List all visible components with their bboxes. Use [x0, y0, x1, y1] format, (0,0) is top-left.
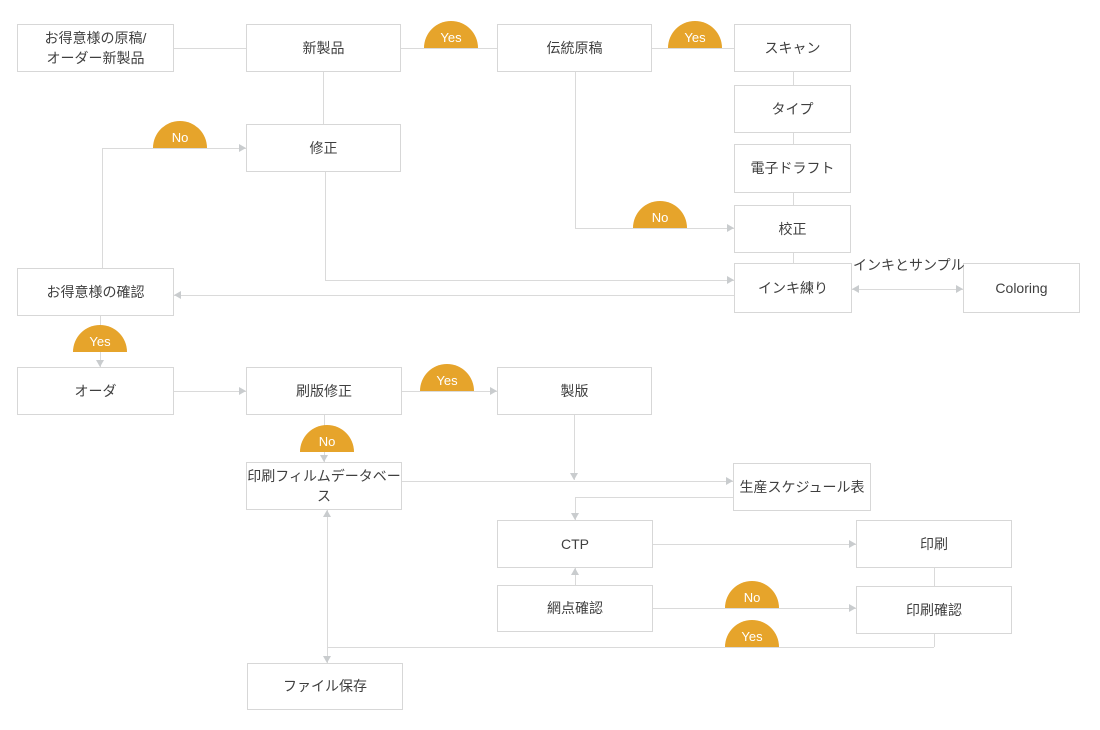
node-traditional-manuscript: 伝統原稿 [497, 24, 652, 72]
edge-type-to-draft [793, 133, 794, 144]
node-new-product: 新製品 [246, 24, 401, 72]
edge-printcheck-yes-return [327, 647, 934, 648]
badge-no-traditional-to-proof-no: No [633, 201, 687, 228]
edge-customer-to-newproduct [174, 48, 246, 49]
node-customer-manuscript: お得意様の原稿/ オーダー新製品 [17, 24, 174, 72]
node-print-film-database: 印刷フィルムデータベース [246, 462, 402, 510]
edge-printing-to-printcheck [934, 568, 935, 586]
node-printing: 印刷 [856, 520, 1012, 568]
node-file-save: ファイル保存 [247, 663, 403, 710]
node-electronic-draft: 電子ドラフト [734, 144, 851, 193]
badge-yes-platerevision-to-platemaking-yes: Yes [420, 364, 474, 391]
arrowhead-ink-to-confirmation [174, 291, 181, 299]
arrowhead-traditional-to-proof-no [727, 224, 734, 232]
edge-filmdb-to-schedule [402, 481, 733, 482]
arrowhead-platemaking-down-to-schedule-line [570, 473, 578, 480]
edge-traditional-to-proof-no [575, 228, 734, 229]
label-ink-and-sample: インキとサンプル [853, 257, 965, 273]
edge-traditional-to-proof-no [575, 72, 576, 228]
badge-no-platerevision-to-filmdb-no: No [300, 425, 354, 452]
edge-confirmation-to-revision-no [102, 148, 246, 149]
edge-confirmation-to-revision-no [102, 148, 103, 268]
node-plate-making: 製版 [497, 367, 652, 415]
edge-schedule-to-ctp [575, 497, 733, 498]
arrowhead-revision-to-ink [727, 276, 734, 284]
node-ctp: CTP [497, 520, 653, 568]
badge-yes-traditional-to-scan: Yes [668, 21, 722, 48]
edge-revision-to-ink [325, 280, 734, 281]
edge-draft-to-proof [793, 193, 794, 205]
arrowhead-halftone-to-printcheck-no [849, 604, 856, 612]
edge-halftone-to-ctp [575, 568, 576, 585]
edge-printcheck-yes-return [934, 634, 935, 647]
arrowhead-return-down-to-filesave [323, 656, 331, 663]
edge-scan-to-type [793, 72, 794, 85]
edge-traditional-to-scan [652, 48, 734, 49]
edge-schedule-to-ctp [575, 497, 576, 520]
edge-revision-to-ink [325, 172, 326, 280]
node-order: オーダ [17, 367, 174, 415]
arrowhead-schedule-to-ctp [571, 513, 579, 520]
edge-halftone-to-printcheck-no [653, 608, 856, 609]
node-print-check: 印刷確認 [856, 586, 1012, 634]
node-plate-revision: 刷版修正 [246, 367, 402, 415]
node-revision: 修正 [246, 124, 401, 172]
badge-yes-printcheck-yes-return: Yes [725, 620, 779, 647]
edge-order-to-platerevision [174, 391, 246, 392]
badge-no-confirmation-to-revision-no: No [153, 121, 207, 148]
arrowhead-order-to-platerevision [239, 387, 246, 395]
arrowhead-confirmation-to-revision-no [239, 144, 246, 152]
arrowhead-ink-coloring [852, 285, 859, 293]
edge-return-up-to-filmdb [327, 510, 328, 647]
node-proofreading: 校正 [734, 205, 851, 253]
edge-platemaking-down-to-schedule-line [574, 415, 575, 480]
arrowhead-platerevision-to-platemaking-yes [490, 387, 497, 395]
edge-ink-to-confirmation [174, 295, 734, 296]
badge-yes-newproduct-to-traditional: Yes [424, 21, 478, 48]
arrowhead-filmdb-to-schedule [726, 477, 733, 485]
edge-platerevision-to-platemaking-yes [402, 391, 497, 392]
node-coloring: Coloring [963, 263, 1080, 313]
node-customer-confirmation: お得意様の確認 [17, 268, 174, 316]
edge-return-down-to-filesave [327, 647, 328, 663]
edge-newproduct-to-revision [323, 72, 324, 124]
node-type: タイプ [734, 85, 851, 133]
node-ink-kneading: インキ練り [734, 263, 852, 313]
badge-no-halftone-to-printcheck-no: No [725, 581, 779, 608]
edge-newproduct-to-traditional [401, 48, 497, 49]
arrowhead-platerevision-to-filmdb-no [320, 455, 328, 462]
node-scan: スキャン [734, 24, 851, 72]
edge-proof-to-ink [793, 253, 794, 263]
edge-ink-coloring [852, 289, 963, 290]
node-halftone-check: 網点確認 [497, 585, 653, 632]
arrowhead-confirmation-to-order-yes [96, 360, 104, 367]
edge-ctp-to-printing [653, 544, 856, 545]
badge-yes-confirmation-to-order-yes: Yes [73, 325, 127, 352]
arrowhead-return-up-to-filmdb [323, 510, 331, 517]
arrowhead-halftone-to-ctp [571, 568, 579, 575]
arrowhead-ink-coloring [956, 285, 963, 293]
arrowhead-ctp-to-printing [849, 540, 856, 548]
node-production-schedule: 生産スケジュール表 [733, 463, 871, 511]
